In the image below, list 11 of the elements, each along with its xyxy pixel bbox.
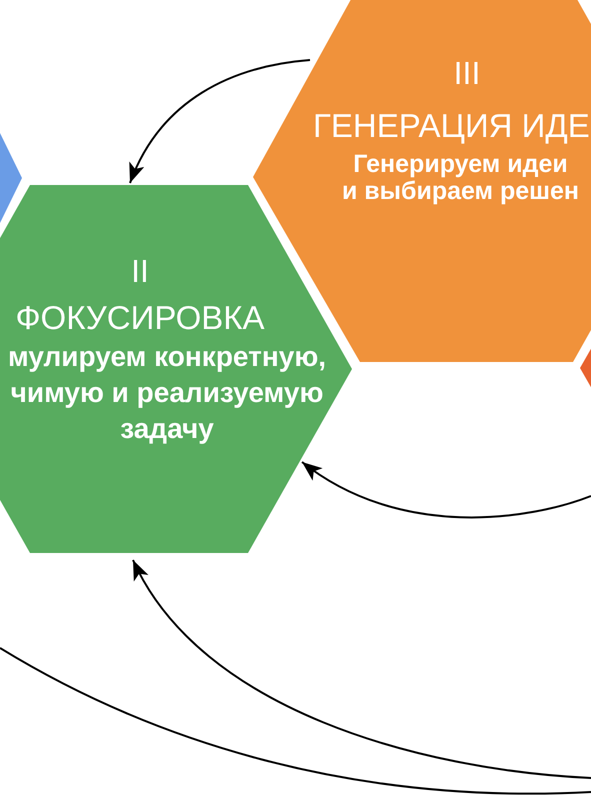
curved-arrow: [132, 560, 591, 779]
stage-number: III: [452, 55, 482, 92]
stage-title: ГЕНЕРАЦИЯ ИДЕ: [313, 107, 591, 144]
curved-arrow: [129, 59, 310, 184]
stage-description: мулируем конкретную, чимую и реализуемую задачу: [6, 340, 328, 446]
hexagon: [580, 348, 591, 388]
hexagon: [0, 133, 22, 223]
stage-number: II: [130, 253, 150, 290]
curved-arrow: [301, 461, 591, 518]
stage-description: Генерируем идеи и выбираем решен: [340, 151, 580, 205]
stage-title: ФОКУСИРОВКА: [14, 299, 266, 336]
